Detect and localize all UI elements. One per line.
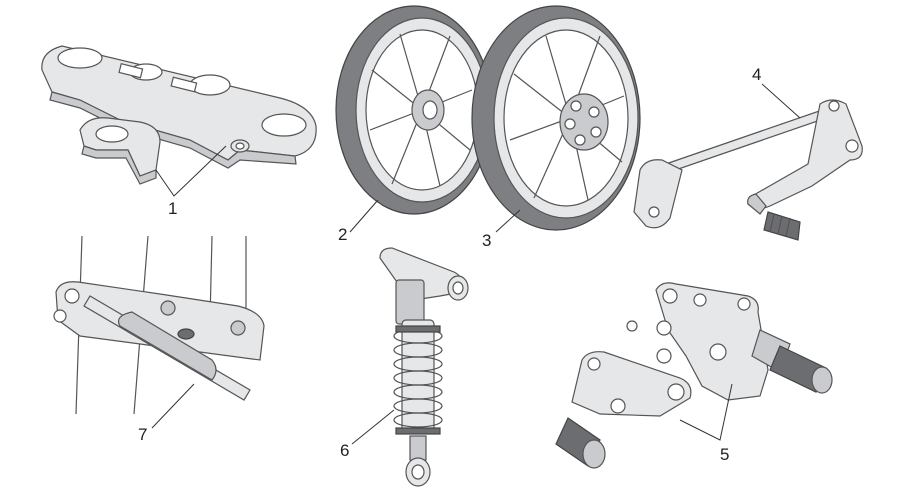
rear-shock bbox=[379, 247, 469, 487]
leader-1 bbox=[155, 145, 227, 197]
leader-5 bbox=[679, 383, 733, 441]
callout-2: 2 bbox=[338, 225, 347, 244]
gear-shift-linkage bbox=[633, 99, 863, 241]
rear-sets bbox=[555, 282, 833, 469]
callout-6: 6 bbox=[340, 441, 349, 460]
shift-peg bbox=[763, 211, 801, 241]
callout-1: 1 bbox=[168, 199, 177, 218]
callout-3: 3 bbox=[482, 231, 491, 250]
shock-spring bbox=[393, 328, 443, 428]
footpeg-right bbox=[769, 345, 833, 394]
footpeg-left bbox=[555, 417, 606, 469]
leader-4 bbox=[761, 83, 801, 119]
callout-5: 5 bbox=[720, 445, 729, 464]
leader-2 bbox=[349, 199, 379, 233]
leader-6 bbox=[351, 409, 395, 445]
steering-damper bbox=[53, 235, 265, 415]
callout-4: 4 bbox=[752, 65, 761, 84]
callout-7: 7 bbox=[138, 425, 147, 444]
front-wheel bbox=[335, 5, 493, 215]
leader-3 bbox=[495, 209, 521, 233]
leader-7 bbox=[151, 383, 195, 429]
triple-clamp bbox=[41, 45, 317, 185]
rear-wheel bbox=[471, 5, 641, 231]
